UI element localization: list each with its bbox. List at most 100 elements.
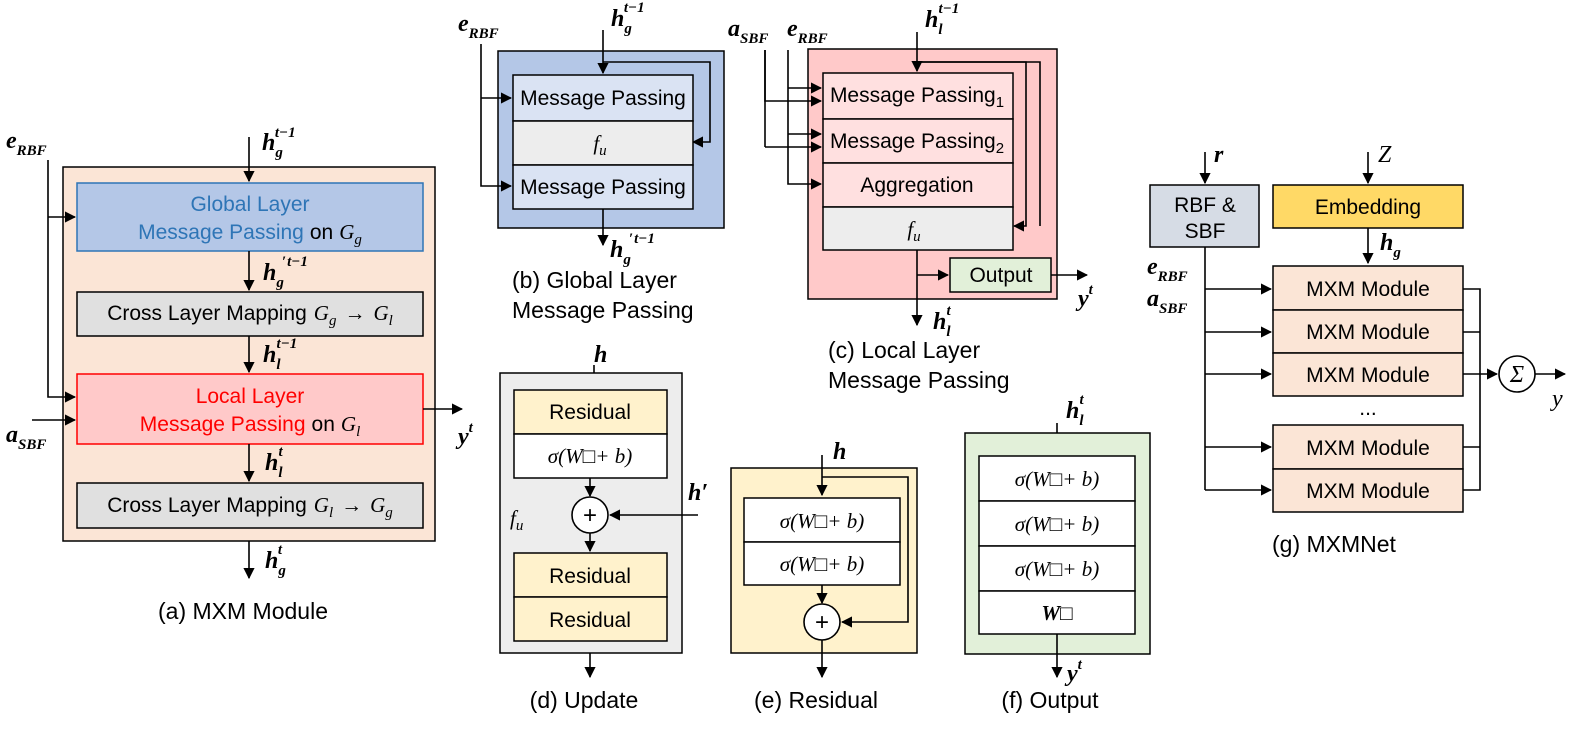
label-h-l-t-c: hlt <box>933 303 952 340</box>
local-mp1-box <box>822 72 1014 120</box>
global-mp-top-label: Message Passing <box>520 87 686 110</box>
local-layer-title: Local Layer <box>196 385 305 408</box>
label-h-g-t-minus-1: hgt−1 <box>262 125 296 161</box>
residual-add-symbol: + <box>815 609 829 636</box>
label-fu-d: fu <box>510 506 523 534</box>
local-mp1-label: Message Passing1 <box>830 84 1004 111</box>
mxm-module-5 <box>1272 468 1464 513</box>
output-linear-box <box>978 590 1136 635</box>
label-y-t-a: yt <box>455 420 474 450</box>
output-dense-2-box <box>978 500 1136 547</box>
mxm-module-4-label: MXM Module <box>1306 437 1430 460</box>
update-residual-1-box <box>513 389 668 435</box>
global-fu-label: fu <box>593 131 606 159</box>
residual-dense-1-label: σ(W□+ b) <box>780 509 864 533</box>
global-mp-top-box <box>512 74 694 122</box>
update-dense-label: σ(W□+ b) <box>548 444 632 468</box>
label-y-final: y <box>1550 386 1563 412</box>
label-e-rbf: eRBF <box>6 128 47 159</box>
local-mp2-label: Message Passing2 <box>830 130 1004 157</box>
mxm-module-ellipsis: ... <box>1359 397 1377 420</box>
label-h-g-t-minus-1-b: hgt−1 <box>611 0 645 37</box>
label-e-rbf-b: eRBF <box>458 11 499 42</box>
local-fu-label: fu <box>907 217 920 245</box>
output-linear-label: W□ <box>1041 601 1073 625</box>
update-residual-1-label: Residual <box>549 401 631 424</box>
update-residual-3-label: Residual <box>549 609 631 632</box>
mxm-module-3-label: MXM Module <box>1306 364 1430 387</box>
output-box <box>949 257 1052 293</box>
panel-c-local-layer: aSBF eRBF hlt−1 Message Passing1 Message… <box>728 1 1094 393</box>
aggregation-box <box>822 162 1014 208</box>
label-y-t-f: yt <box>1064 657 1083 687</box>
mxm-module-2 <box>1272 309 1464 354</box>
label-h-g-t: hgt <box>265 542 286 579</box>
embedding-label: Embedding <box>1315 196 1421 219</box>
mxm-module-1 <box>1272 265 1464 311</box>
caption-b-line1: (b) Global Layer <box>512 267 677 293</box>
caption-c-line2: Message Passing <box>828 367 1010 393</box>
label-h-g-g: hg <box>1380 230 1401 261</box>
label-h-l-t-minus-1: hlt−1 <box>263 336 297 373</box>
update-residual-2-box <box>513 552 668 598</box>
output-dense-1-label: σ(W□+ b) <box>1015 467 1099 491</box>
local-fu-box <box>822 206 1014 251</box>
aggregation-label: Aggregation <box>860 174 973 197</box>
cross-layer-mapping-g-to-l-box <box>76 291 424 337</box>
label-h-l-t: hlt <box>265 444 284 481</box>
local-mp2-box <box>822 118 1014 164</box>
output-dense-3-label: σ(W□+ b) <box>1015 557 1099 581</box>
mxm-module-5-label: MXM Module <box>1306 480 1430 503</box>
local-layer-message-passing-box <box>76 373 424 445</box>
rbf-sbf-label-2: SBF <box>1185 220 1226 243</box>
update-add-symbol: + <box>583 502 597 529</box>
mxm-module-3 <box>1272 352 1464 397</box>
global-layer-message-passing-box <box>76 182 424 252</box>
update-dense-box <box>513 433 668 479</box>
label-h-prime-g-b: hg′t−1 <box>610 231 655 268</box>
global-layer-title: Global Layer <box>190 193 309 216</box>
label-h-l-t-f: hlt <box>1066 392 1085 429</box>
global-mp-bottom-label: Message Passing <box>520 176 686 199</box>
caption-b-line2: Message Passing <box>512 297 694 323</box>
panel-g-mxmnet: r Z RBF & SBF Embedding hg eRBF aSBF MXM… <box>1147 142 1567 557</box>
label-e-rbf-g: eRBF <box>1147 254 1188 285</box>
residual-dense-2-box <box>743 541 901 586</box>
panel-f-output: hlt σ(W□+ b) σ(W□+ b) σ(W□+ b) W□ yt (f)… <box>964 392 1151 713</box>
label-h-e: h <box>833 439 846 465</box>
mxm-module-2-label: MXM Module <box>1306 321 1430 344</box>
residual-dense-2-label: σ(W□+ b) <box>780 552 864 576</box>
output-dense-2-label: σ(W□+ b) <box>1015 512 1099 536</box>
caption-d: (d) Update <box>530 687 639 713</box>
label-e-rbf-c: eRBF <box>787 16 828 47</box>
panel-a-mxm-module: eRBF hgt−1 aSBF Global Layer Message Pas… <box>6 125 474 624</box>
rbf-sbf-label-1: RBF & <box>1174 194 1236 217</box>
panel-d-update: h Residual σ(W□+ b) + h′ fu Residual Res… <box>499 342 708 713</box>
global-mp-bottom-box <box>512 164 694 210</box>
cross-layer-mapping-l-to-g-box <box>76 482 424 529</box>
mxm-module-1-label: MXM Module <box>1306 278 1430 301</box>
output-dense-1-box <box>978 455 1136 502</box>
label-z: Z <box>1378 142 1392 168</box>
update-residual-2-label: Residual <box>549 565 631 588</box>
panel-b-global-layer: eRBF hgt−1 Message Passing fu Message Pa… <box>458 0 725 323</box>
output-dense-3-box <box>978 545 1136 592</box>
sum-symbol: Σ <box>1509 362 1524 388</box>
label-h-l-t-minus-1-c: hlt−1 <box>925 1 959 38</box>
caption-f: (f) Output <box>1001 687 1099 713</box>
label-h-prime-g: hg′t−1 <box>263 254 308 291</box>
label-h-prime-d: h′ <box>688 480 708 506</box>
residual-dense-1-box <box>743 497 901 543</box>
label-y-t-c: yt <box>1075 282 1094 312</box>
panel-e-residual: h σ(W□+ b) σ(W□+ b) + (e) Residual <box>730 439 918 713</box>
label-h-d: h <box>594 342 607 368</box>
label-a-sbf-c: aSBF <box>728 16 768 47</box>
caption-g: (g) MXMNet <box>1272 531 1397 557</box>
update-residual-3-box <box>513 596 668 642</box>
label-a-sbf-g: aSBF <box>1147 286 1187 317</box>
